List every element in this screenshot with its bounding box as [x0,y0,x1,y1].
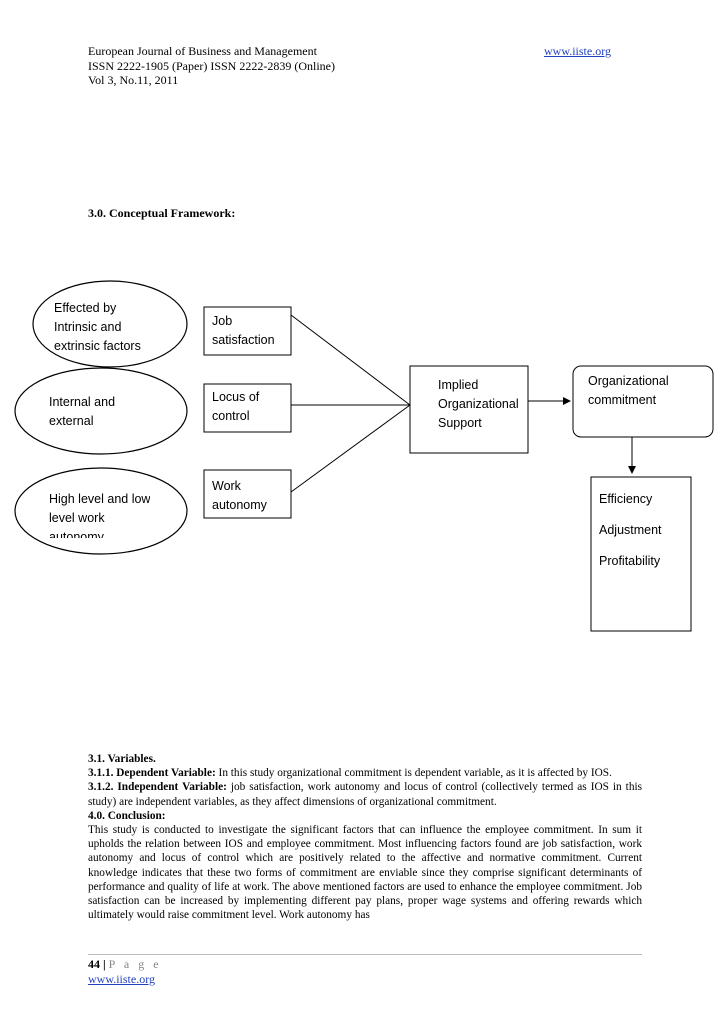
ellipse-work-autonomy-levels [14,467,188,555]
outcome-adjustment: Adjustment [599,523,662,537]
volume-line: Vol 3, No.11, 2011 [88,73,179,87]
commitment-label: Organizational commitment [588,374,669,407]
issn-line: ISSN 2222-1905 (Paper) ISSN 2222-2839 (O… [88,58,335,73]
section-title: 3.0. Conceptual Framework: [88,206,236,220]
box-job-satisfaction [203,306,292,356]
body-text: 3.1. Variables. 3.1.1. Dependent Variabl… [88,752,642,922]
outcome-efficiency: Efficiency [599,492,653,506]
outcome-profitability: Profitability [599,554,661,568]
independent-variable-paragraph: 3.1.2. Independent Variable: job satisfa… [88,781,642,808]
ios-label: Implied Organizational Support [438,378,519,430]
heading-variables: 3.1. Variables. [88,753,156,765]
footer-divider [88,954,642,955]
box-implied-organizational-support [409,365,529,454]
work-autonomy-label: Work autonomy [212,479,267,512]
heading-conclusion: 4.0. Conclusion: [88,809,166,822]
connector-job-satisfaction [290,314,411,406]
dependent-variable-paragraph: 3.1.1. Dependent Variable: In this study… [88,767,612,780]
connector-work-autonomy [290,404,411,493]
ellipse-internal-external [14,367,188,455]
ellipse2-label: Internal and external [49,395,116,428]
conclusion-paragraph: This study is conducted to investigate t… [88,824,642,922]
conceptual-framework-diagram [14,280,714,632]
box-work-autonomy [203,469,292,519]
job-satisfaction-label: Job satisfaction [212,314,275,347]
header-url-link[interactable]: www.iiste.org [544,44,611,58]
journal-header: European Journal of Business and Managem… [88,44,335,88]
ellipse1-label: Effected by Intrinsic and extrinsic fact… [54,301,141,353]
journal-name: European Journal of Business and Managem… [88,44,317,58]
box-organizational-commitment [572,365,714,438]
footer-url-link[interactable]: www.iiste.org [88,972,155,986]
box-locus-of-control [203,383,292,433]
page-number: 44 | P a g e [88,957,162,971]
ellipse3-label: High level and low level work autonomy [49,492,151,538]
box-outcomes [590,476,692,632]
ellipse-intrinsic-factors [32,280,188,368]
locus-of-control-label: Locus of control [212,390,260,423]
outcomes-label: Efficiency Adjustment Profitability [599,484,662,577]
